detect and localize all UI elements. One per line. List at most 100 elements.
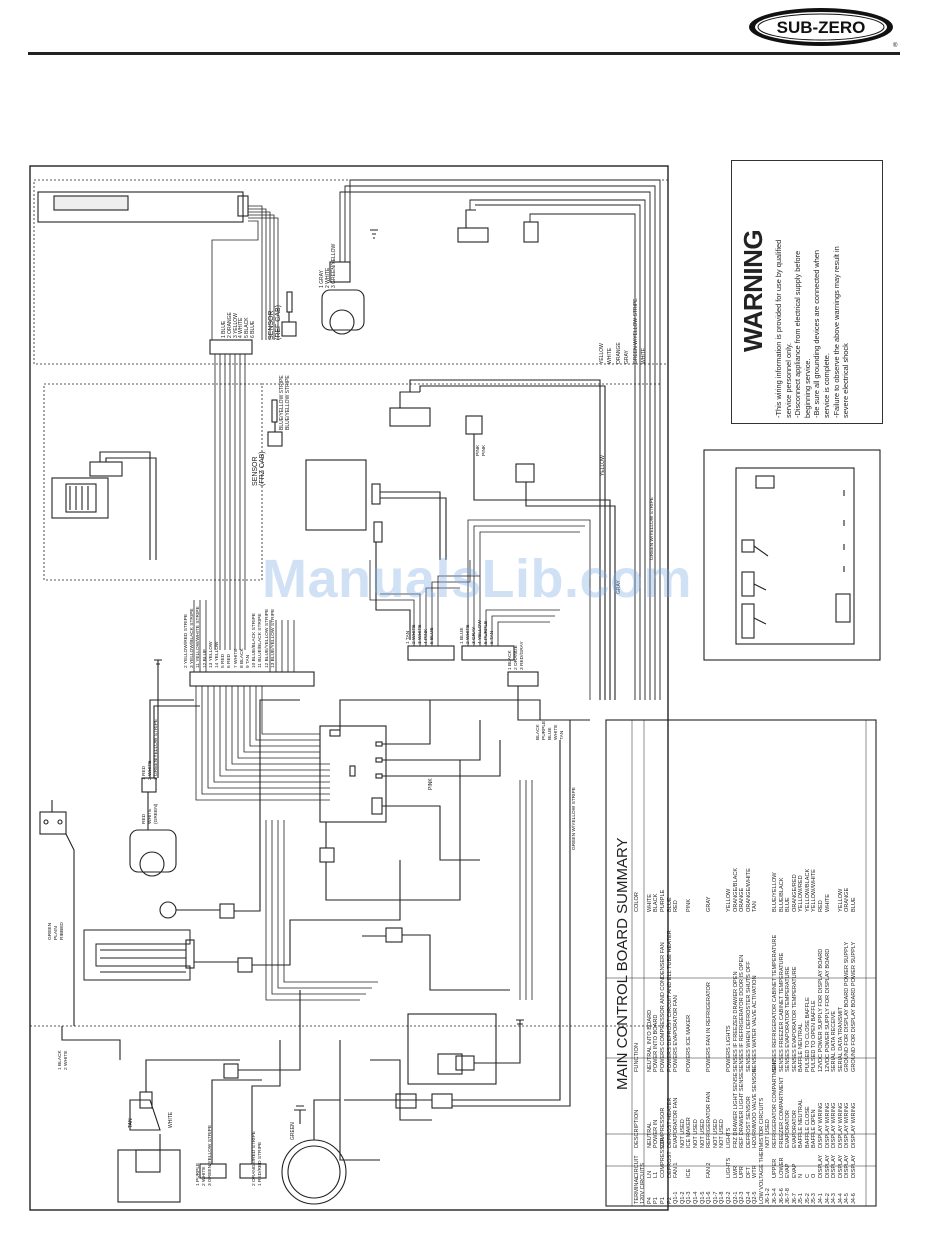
table-cell: Q1-4	[692, 1191, 699, 1204]
table-cell: Q1-6	[706, 1191, 713, 1204]
table-cell: PINK	[686, 898, 693, 912]
table-cell: BLUE	[785, 897, 792, 912]
table-cell: GROUND FOR DISPLAY BOARD POWER SUPPLY	[844, 941, 851, 1072]
table-cell: J6-3-4	[771, 1188, 778, 1204]
table-cell: LIGHTS	[725, 1127, 732, 1148]
table-cell: WHITE	[824, 893, 831, 912]
table-cell	[765, 1148, 772, 1178]
table-cell	[700, 912, 707, 1072]
sensor-ref-title: SENSOR(REF CAB)	[268, 305, 282, 340]
table-cell: EVAPORATOR	[785, 1110, 792, 1148]
table-cell: SERIAL DATA RECEIVE	[831, 1010, 838, 1072]
table-cell: WTR	[752, 1165, 759, 1178]
table-cell	[693, 1148, 700, 1178]
table-cell: REF DRAWER LIGHT SENSE	[739, 1072, 746, 1148]
table-cell	[719, 862, 726, 912]
header-rule	[28, 52, 900, 55]
table-cell: N	[798, 1173, 805, 1178]
table-cell: YELLOW/BLACK	[804, 868, 811, 912]
table-cell: POWER IN	[653, 1119, 660, 1148]
diagram-border	[29, 165, 669, 1211]
table-cell: PULSED TO OPEN BAFFLE	[811, 1000, 818, 1072]
table-cell: SENSES REFRIGERATOR CABINET TEMPERATURE	[771, 934, 778, 1072]
table-cell: DEFROST	[666, 1151, 673, 1178]
table-cell: BAFFLE NEUTRAL	[798, 1023, 805, 1072]
table-cell: FREEZER COMPARTMENT	[778, 1077, 785, 1148]
table-cell: C	[804, 1173, 811, 1178]
table-cell	[713, 912, 720, 1072]
table-cell: DISPLAY	[831, 1154, 838, 1178]
table-cell: J4-5	[844, 1193, 851, 1204]
table-cell: POWER INTO BOARD	[653, 1014, 660, 1072]
table-cell	[680, 912, 687, 1072]
table-cell: J6-1-2	[765, 1188, 772, 1204]
table-cell: DEFROST HEATER	[666, 1097, 673, 1148]
table-cell: PURPLE	[660, 889, 666, 912]
table-cell: BLACK	[653, 893, 660, 912]
table-cell: ICE	[686, 1168, 693, 1178]
table-cell: Q2-2	[725, 1191, 732, 1204]
table-cell: P1	[660, 1197, 666, 1204]
table-cell: ORANGE	[739, 887, 746, 912]
table-cell: NOT USED	[719, 1119, 726, 1148]
table-cell: UPPER	[771, 1158, 778, 1178]
table-cell: LOWER	[778, 1157, 785, 1178]
pink-label: PINK	[428, 778, 434, 790]
table-cell: GROUND FOR DISPLAY BOARD POWER SUPPLY	[851, 941, 858, 1072]
table-cell: Q1-2	[679, 1191, 686, 1204]
table-cell: POWERS COMPRESSOR AND CONDENSER FAN	[660, 942, 666, 1072]
table-cell: DEFROST SENSOR	[745, 1096, 752, 1148]
table-cell	[680, 862, 687, 912]
table-cell: ORANGE/WHITE	[745, 868, 752, 912]
table-cell: Q2-5	[752, 1191, 759, 1204]
table-cell: WHITE	[646, 893, 653, 912]
green-stripe-label-2: GREEN W/YELLOW STRIPE	[572, 787, 577, 850]
table-cell: YELLOW	[725, 888, 732, 912]
table-cell: DISPLAY	[837, 1154, 844, 1178]
table-cell: RED	[818, 900, 825, 912]
table-cell	[719, 912, 726, 1072]
table-cell: YELLOW/RED	[798, 875, 805, 912]
table-cell	[700, 862, 707, 912]
table-cell: SENSES FREEZER CABINET TEMPERATURE	[778, 952, 785, 1072]
table-cell: 12VDC POWER SUPPLY FOR DISPLAY BOARD	[818, 948, 825, 1072]
table-cell: SENSES IF FREEZER DRAWER OPEN	[732, 971, 739, 1073]
table-cell	[719, 1148, 726, 1178]
table-cell: POWERS EVAPORATOR FAN	[673, 995, 680, 1072]
table-cell: P1	[653, 1197, 660, 1204]
table-cell: ORANGE/BLACK	[732, 867, 739, 912]
display-panel	[37, 191, 244, 223]
table-cell: NEUTRAL INTO BOARD	[646, 1009, 653, 1072]
table-cell: FRZ DRAWER LIGHT SENSE	[732, 1072, 739, 1148]
table-cell: Q1-1	[673, 1191, 680, 1204]
table-cell: POWERS ICE MAKER	[686, 1014, 693, 1072]
warning-title: WARNING	[738, 229, 768, 352]
sensor-frz-title: SENSOR(FRZ CAB)	[252, 451, 266, 486]
table-cell	[700, 1148, 707, 1178]
table-cell: POWERS DEFROST CIRCUIT AND ELL TUBE HEAT…	[666, 930, 673, 1072]
table-cell: H2O/RMWOO VALVE SENSOR	[752, 1068, 759, 1148]
green-label: GREEN	[290, 1122, 296, 1140]
table-cell: REFRIGERATOR FAN	[706, 1091, 713, 1148]
table-cell: ICE MAKER	[686, 1117, 693, 1148]
table-cell: YELLOW/WHITE	[811, 869, 818, 912]
